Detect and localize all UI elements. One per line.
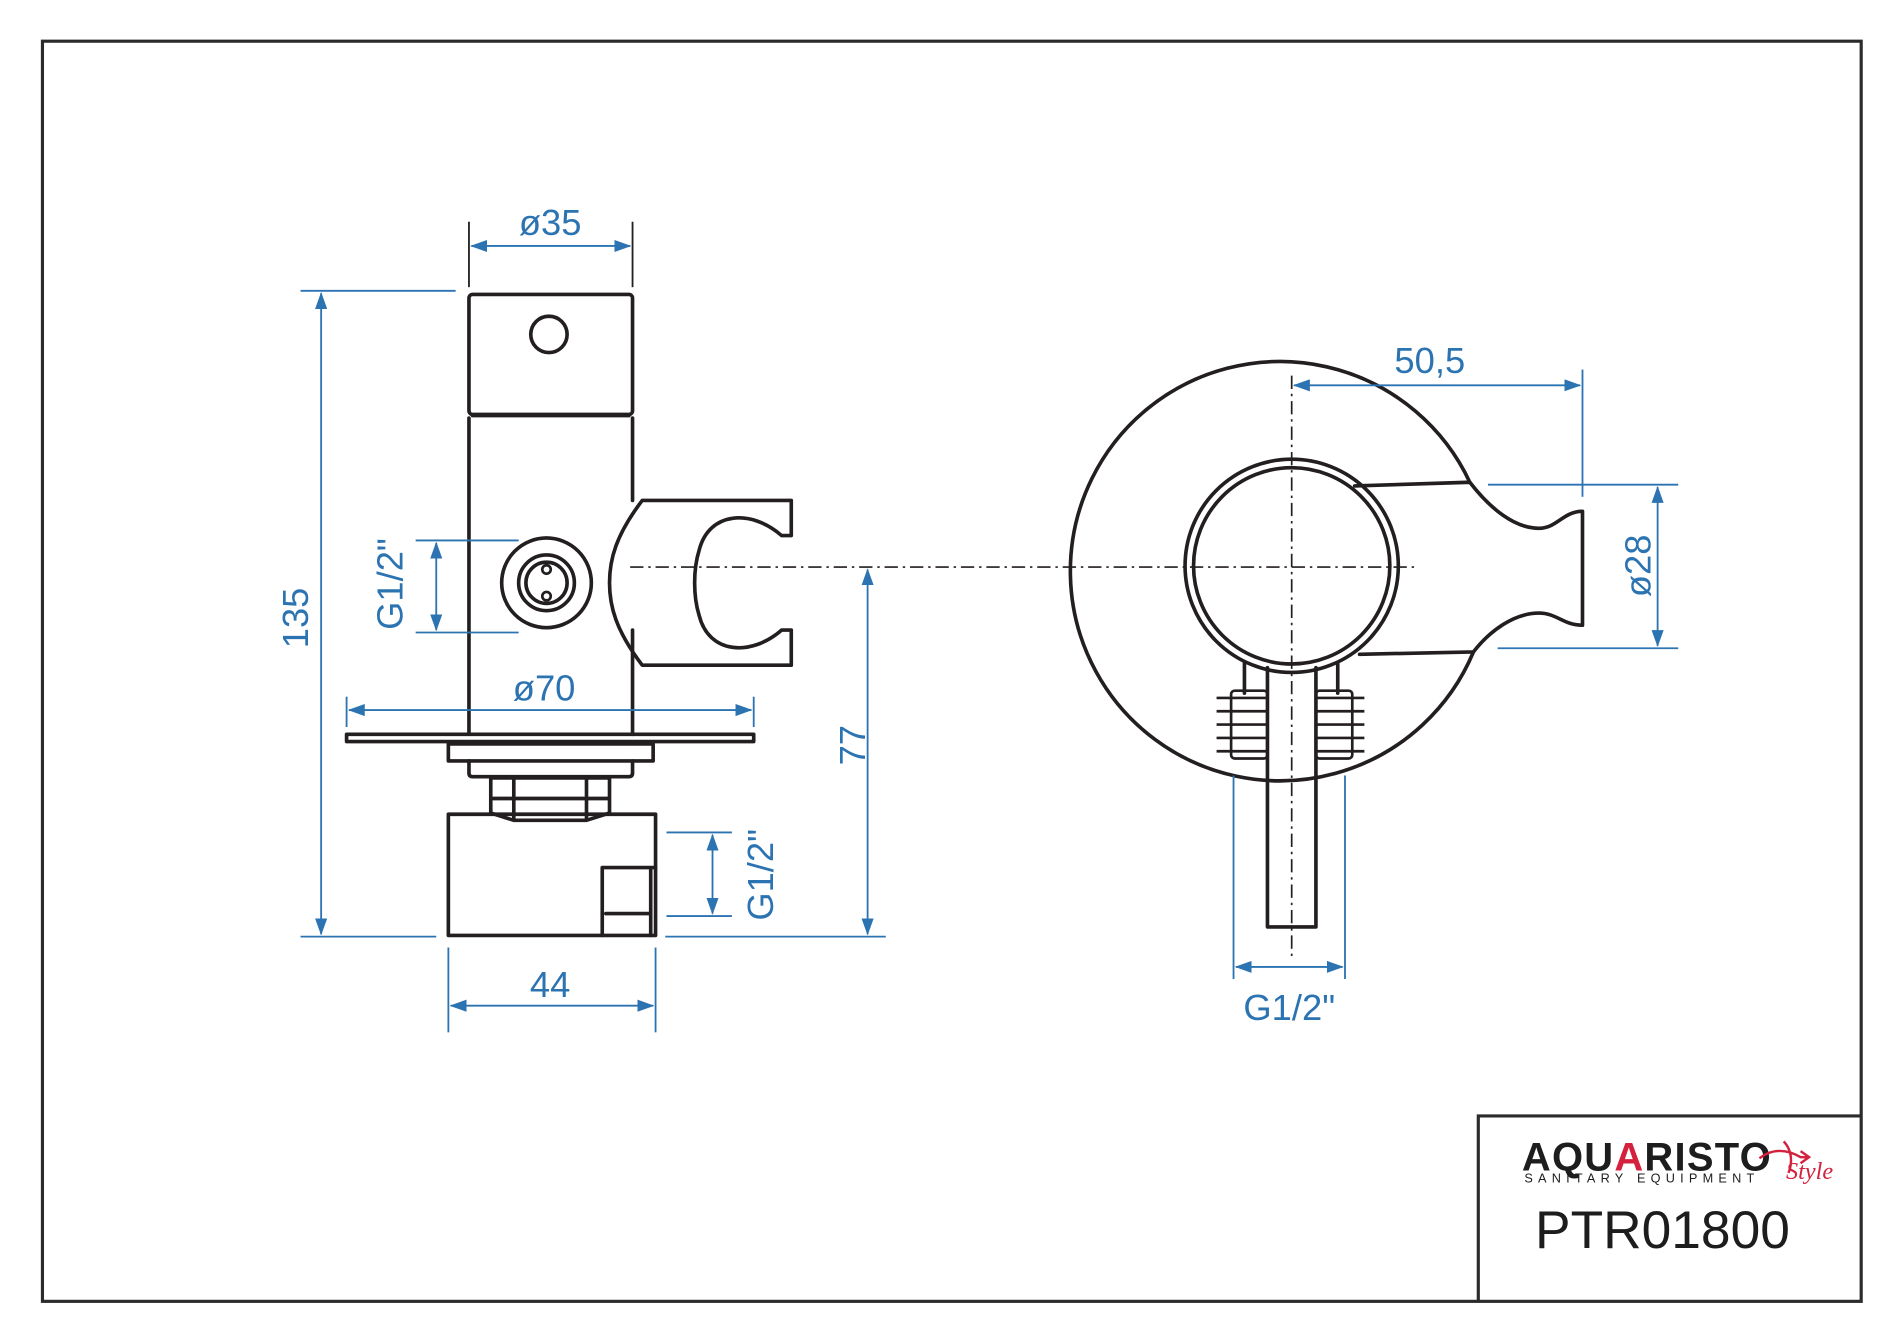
dim-base-width: 44: [530, 964, 570, 1005]
logo-arrow-icon: [1758, 1140, 1812, 1174]
wall-flange: [344, 732, 756, 744]
dim-holder-offset: 50,5: [1394, 340, 1465, 381]
dim-center-height: 77: [832, 725, 873, 765]
dim-total-height: 135: [275, 588, 316, 649]
body-cylinder: [467, 413, 635, 737]
mixing-box: [446, 812, 658, 938]
dim-inlet-thread: G1/2": [369, 538, 410, 630]
svg-text:AQUARISTO: AQUARISTO: [1522, 1135, 1772, 1179]
inlet-connector: [499, 536, 594, 630]
wall-rosette: [1068, 359, 1476, 783]
dim-body-diameter: ø35: [519, 202, 582, 243]
title-block: AQUARISTO SANITARY EQUIPMENT Style PTR01…: [1476, 1114, 1862, 1302]
flange-neck: [467, 759, 635, 779]
svg-text:Style: Style: [1786, 1158, 1833, 1185]
dim-outlet-thread: G1/2": [740, 829, 781, 921]
hand-shower-holder-front: [1352, 480, 1585, 657]
dim-flange-diameter: ø70: [513, 667, 576, 708]
dim-holder-diameter: ø28: [1617, 535, 1658, 598]
thread-right: [1314, 689, 1365, 760]
cap-hole: [528, 314, 569, 355]
svg-text:SANITARY EQUIPMENT: SANITARY EQUIPMENT: [1524, 1171, 1759, 1186]
flange-collar: [446, 742, 655, 763]
connection-stem: [1242, 660, 1340, 929]
side-view: [344, 292, 1418, 938]
dim-connection-thread: G1/2": [1243, 987, 1335, 1028]
thread-left: [1216, 689, 1269, 760]
hex-nut: [488, 776, 612, 823]
product-code: PTR01800: [1535, 1201, 1790, 1260]
front-view: [1068, 359, 1585, 958]
side-view-dimensions: ø35 135 G1/2" ø70 G1/2" 44 77: [275, 202, 886, 1033]
hand-shower-holder-side: [607, 498, 794, 668]
outlet-port: [600, 865, 658, 938]
company-logo: AQUARISTO SANITARY EQUIPMENT Style: [1522, 1135, 1833, 1185]
drawing-frame: [40, 39, 1863, 1303]
body-top-cap: [467, 292, 635, 417]
front-view-dimensions: 50,5 ø28 G1/2": [1232, 340, 1679, 1028]
